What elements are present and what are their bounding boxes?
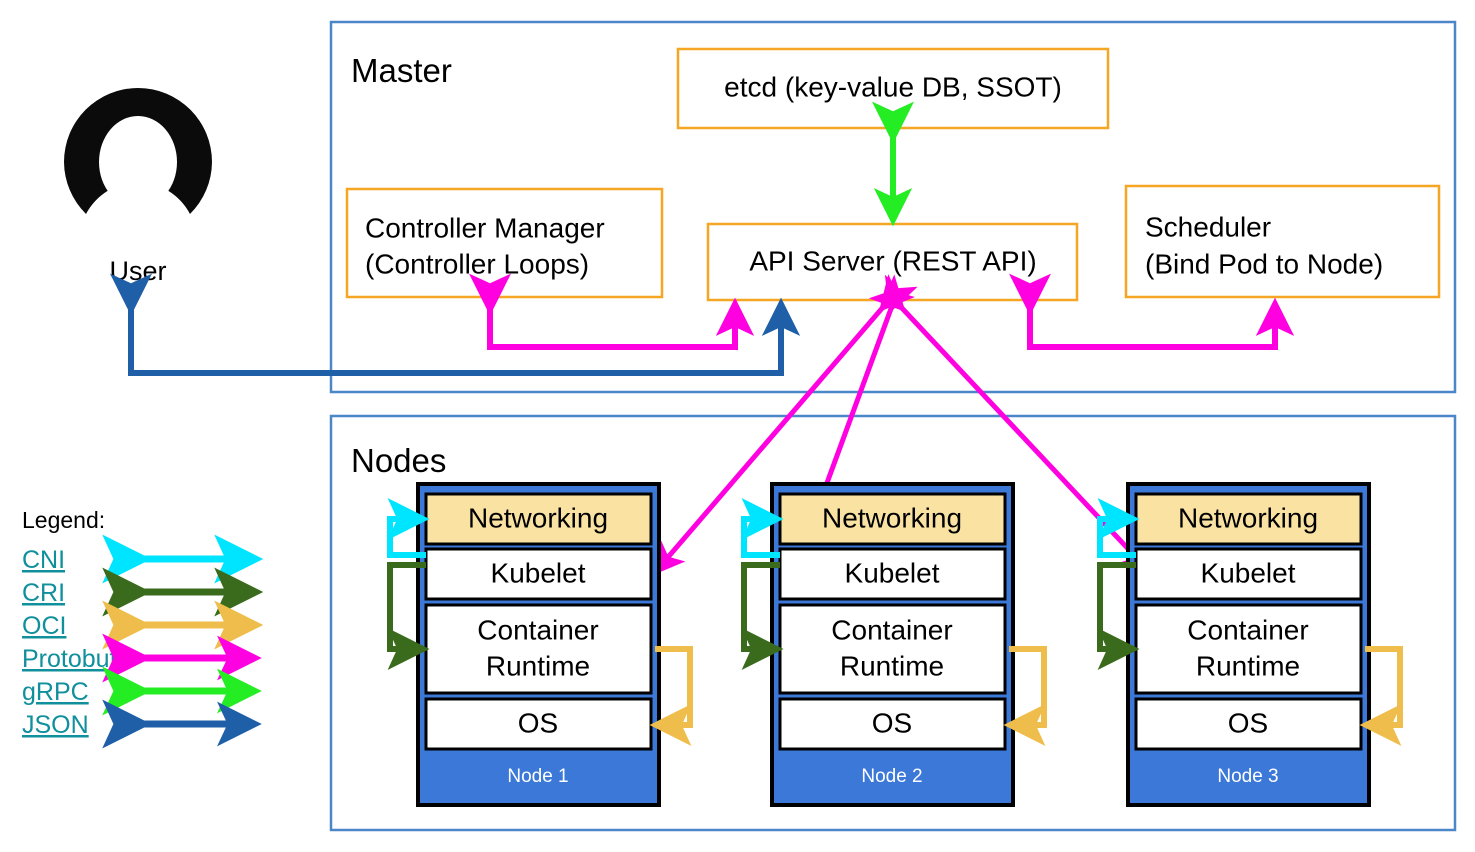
protobuf-arrow-controllermanager-apiserver xyxy=(469,273,755,350)
legend-label-grpc[interactable]: gRPC xyxy=(22,678,89,706)
node-3-networking-label: Networking xyxy=(1178,502,1318,533)
api-server-label: API Server (REST API) xyxy=(749,245,1036,276)
legend-label-cri[interactable]: CRI xyxy=(22,579,65,607)
cni-arrow-node-1 xyxy=(387,498,430,558)
node-1-networking-label: Networking xyxy=(468,502,608,533)
cri-arrow-node-1 xyxy=(387,562,430,670)
cni-arrow-node-2 xyxy=(741,498,784,558)
legend-item-protobuf[interactable]: Protobuf xyxy=(22,633,262,683)
cri-arrow-node-3 xyxy=(1097,562,1140,670)
node-2-networking-label: Networking xyxy=(822,502,962,533)
nodes-group-title: Nodes xyxy=(351,442,446,479)
cni-arrow-node-3 xyxy=(1097,498,1140,558)
node-2-kubelet-label: Kubelet xyxy=(845,557,940,588)
node-1-caption: Node 1 xyxy=(507,766,568,787)
node-2-container-runtime-label-line2: Runtime xyxy=(840,650,944,681)
legend-title: Legend: xyxy=(22,507,105,533)
scheduler-label-line1: Scheduler xyxy=(1145,211,1271,242)
controller-manager-label-line1: Controller Manager xyxy=(365,212,605,243)
user-caption: User xyxy=(109,256,166,286)
node-3-kubelet-label: Kubelet xyxy=(1201,557,1296,588)
controller-manager-box[interactable]: Controller Manager (Controller Loops) xyxy=(345,187,664,299)
node-3-caption: Node 3 xyxy=(1217,766,1278,787)
legend-label-oci[interactable]: OCI xyxy=(22,612,66,640)
legend-item-json[interactable]: JSON xyxy=(22,699,262,749)
node-1-os-label: OS xyxy=(518,707,558,738)
api-server-box[interactable]: API Server (REST API) xyxy=(706,222,1079,302)
legend-label-json[interactable]: JSON xyxy=(22,711,89,739)
user-avatar-icon xyxy=(64,88,212,214)
legend-label-protobuf[interactable]: Protobuf xyxy=(22,645,117,673)
master-group-title: Master xyxy=(351,52,452,89)
controller-manager-label-line2: (Controller Loops) xyxy=(365,248,589,279)
oci-arrow-node-2 xyxy=(1003,646,1047,746)
json-arrow-user-apiserver xyxy=(110,273,801,376)
node-2-container-runtime-label-line1: Container xyxy=(831,614,952,645)
oci-arrow-node-3 xyxy=(1359,646,1403,746)
legend-item-cri[interactable]: CRI xyxy=(22,567,264,617)
node-3-os-label: OS xyxy=(1228,707,1268,738)
legend-item-oci[interactable]: OCI xyxy=(22,600,264,650)
etcd-label: etcd (key-value DB, SSOT) xyxy=(724,71,1062,102)
oci-arrow-node-1 xyxy=(649,646,693,746)
scheduler-box[interactable]: Scheduler (Bind Pod to Node) xyxy=(1124,184,1441,299)
legend-item-cni[interactable]: CNI xyxy=(22,534,264,584)
node-2-caption: Node 2 xyxy=(861,766,922,787)
node-2[interactable]: Networking Kubelet Container Runtime OS … xyxy=(770,482,1015,807)
node-3-container-runtime-label-line2: Runtime xyxy=(1196,650,1300,681)
node-1-container-runtime-label-line1: Container xyxy=(477,614,598,645)
etcd-box[interactable]: etcd (key-value DB, SSOT) xyxy=(676,47,1110,130)
node-3[interactable]: Networking Kubelet Container Runtime OS … xyxy=(1126,482,1371,807)
node-3-container-runtime-label-line1: Container xyxy=(1187,614,1308,645)
node-1-kubelet-label: Kubelet xyxy=(491,557,586,588)
legend-item-grpc[interactable]: gRPC xyxy=(22,666,262,716)
node-1[interactable]: Networking Kubelet Container Runtime OS … xyxy=(416,482,661,807)
node-2-os-label: OS xyxy=(872,707,912,738)
protobuf-arrow-apiserver-scheduler xyxy=(1009,273,1295,350)
node-1-container-runtime-label-line2: Runtime xyxy=(486,650,590,681)
scheduler-label-line2: (Bind Pod to Node) xyxy=(1145,248,1383,279)
legend: Legend: CNI CRI OCI Protobuf gRPC xyxy=(22,507,264,749)
cri-arrow-node-2 xyxy=(741,562,784,670)
legend-label-cni[interactable]: CNI xyxy=(22,546,65,574)
